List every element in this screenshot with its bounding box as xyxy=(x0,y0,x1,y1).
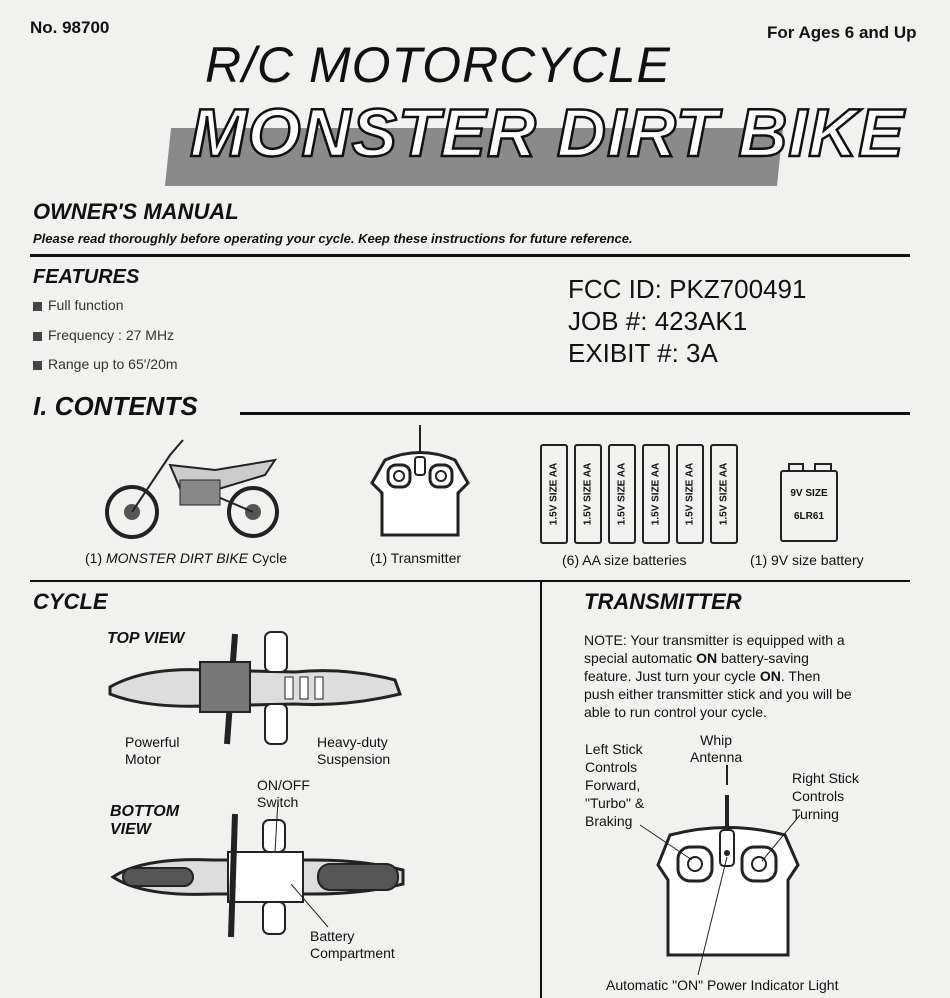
title-rc-motorcycle: R/C MOTORCYCLE xyxy=(205,37,671,93)
contents-label-cycle: (1) MONSTER DIRT BIKE Cycle xyxy=(85,550,287,566)
manual-subtitle: Please read thoroughly before operating … xyxy=(33,231,633,246)
top-view-label: TOP VIEW xyxy=(107,630,185,647)
feature-item: Range up to 65'/20m xyxy=(33,356,178,372)
aa-batteries: 1.5V SIZE AA 1.5V SIZE AA 1.5V SIZE AA 1… xyxy=(540,444,738,544)
features-heading: FEATURES xyxy=(33,266,140,288)
transmitter-heading: TRANSMITTER xyxy=(584,589,742,614)
divider xyxy=(30,254,910,257)
cycle-heading: CYCLE xyxy=(33,589,108,614)
aa-battery: 1.5V SIZE AA xyxy=(642,444,670,544)
owners-manual-heading: OWNER'S MANUAL xyxy=(33,199,239,224)
fcc-block: FCC ID: PKZ700491 JOB #: 423AK1 EXIBIT #… xyxy=(568,273,806,369)
job-number: JOB #: 423AK1 xyxy=(568,306,748,336)
fcc-id: FCC ID: PKZ700491 xyxy=(568,274,807,304)
transmitter-diagram xyxy=(639,765,801,976)
feature-item: Frequency : 27 MHz xyxy=(33,327,174,343)
divider xyxy=(30,580,910,582)
divider xyxy=(240,412,910,415)
contents-label-aa: (6) AA size batteries xyxy=(562,552,687,568)
dirt-bike-illustration xyxy=(105,439,279,539)
aa-battery: 1.5V SIZE AA xyxy=(608,444,636,544)
age-rating: For Ages 6 and Up xyxy=(767,23,917,42)
transmitter-illustration xyxy=(370,425,470,537)
aa-battery: 1.5V SIZE AA xyxy=(676,444,704,544)
bike-bottom-view-illustration xyxy=(110,799,405,938)
contents-heading: I. CONTENTS xyxy=(33,391,198,421)
9v-battery: 9V SIZE 6LR61 xyxy=(780,463,838,542)
bike-top-view-illustration xyxy=(108,631,402,745)
column-divider xyxy=(540,581,542,998)
feature-item: Full function xyxy=(33,297,123,313)
transmitter-note: NOTE: Your transmitter is equipped with … xyxy=(584,632,852,720)
contents-label-transmitter: (1) Transmitter xyxy=(370,550,462,566)
contents-label-9v: (1) 9V size battery xyxy=(750,552,864,568)
aa-battery: 1.5V SIZE AA xyxy=(540,444,568,544)
model-number: No. 98700 xyxy=(30,18,110,37)
power-indicator-label: Automatic "ON" Power Indicator Light xyxy=(606,977,839,993)
exhibit-number: EXIBIT #: 3A xyxy=(568,338,718,368)
aa-battery: 1.5V SIZE AA xyxy=(574,444,602,544)
title-monster-dirt-bike: MONSTER DIRT BIKE xyxy=(189,94,905,173)
aa-battery: 1.5V SIZE AA xyxy=(710,444,738,544)
